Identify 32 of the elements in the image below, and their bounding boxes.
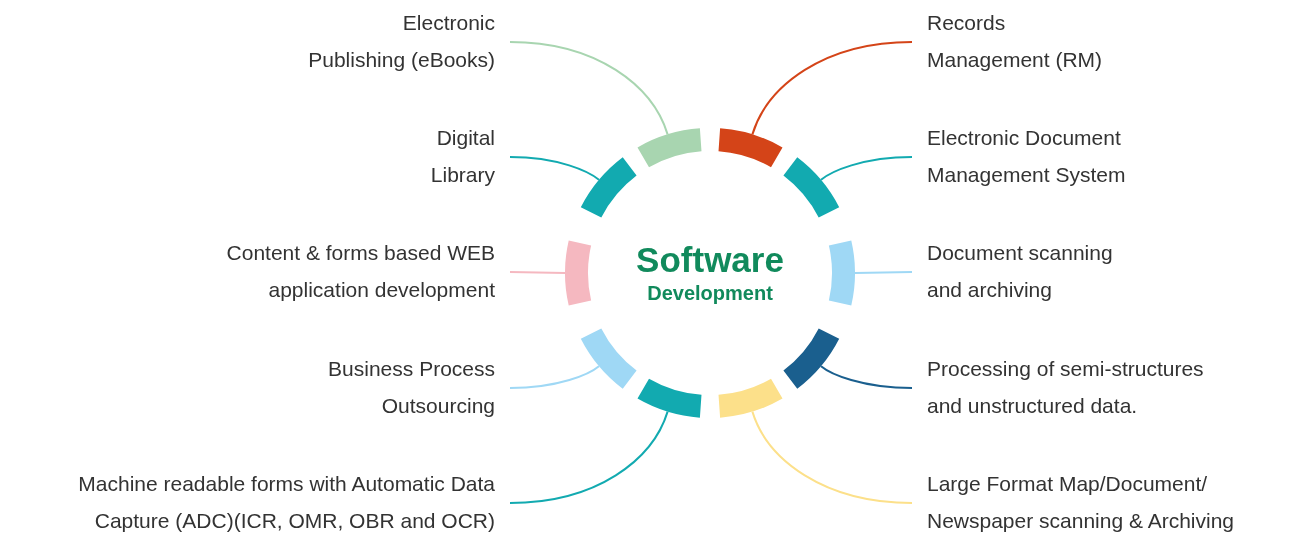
topic-label: Large Format Map/Document/ Newspaper scanning & Archiving (912, 465, 1290, 537)
ring-segment (718, 378, 783, 418)
leader-line (509, 41, 669, 136)
ring-segment (637, 128, 702, 168)
ring-segment (783, 328, 840, 389)
topic-label: Processing of semi-structures and unstructured data. (912, 350, 1252, 424)
leader-line (820, 365, 913, 389)
center-subtitle: Development (646, 281, 774, 306)
leader-line (509, 410, 669, 504)
ring-segment (783, 157, 840, 218)
ring-segment (580, 157, 637, 218)
topic-label: Business Process Outsourcing (280, 350, 510, 424)
ring-segment (580, 328, 637, 389)
leader-line (509, 271, 566, 274)
leader-line (751, 410, 913, 504)
ring-segment (565, 240, 592, 306)
topic-label: Records Management (RM) (912, 4, 1152, 78)
leader-line (751, 41, 913, 136)
topic-label: Digital Library (380, 119, 510, 193)
leader-line (509, 365, 600, 389)
topic-label: Electronic Publishing (eBooks) (230, 4, 510, 78)
ring-segment (637, 378, 702, 418)
leader-line (820, 156, 913, 181)
ring-segment (828, 240, 855, 306)
leader-line (854, 271, 913, 274)
ring-segment (718, 128, 783, 168)
topic-label: Document scanning and archiving (912, 234, 1152, 308)
topic-label: Electronic Document Management System (912, 119, 1182, 193)
topic-label: Machine readable forms with Automatic Data Capture (ADC)(ICR, OMR, OBR and OCR) (0, 465, 510, 537)
center-title: Software (636, 240, 784, 280)
topic-label: Content & forms based WEB application development (150, 234, 510, 308)
leader-line (509, 156, 600, 181)
